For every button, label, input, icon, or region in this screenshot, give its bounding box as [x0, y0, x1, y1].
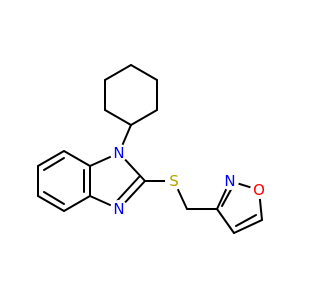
bond: [216, 208, 235, 234]
atom-n3: N: [110, 200, 128, 218]
bond: [104, 64, 132, 81]
bond: [130, 64, 158, 81]
label-background: [110, 200, 128, 218]
atom-n1: N: [110, 144, 128, 162]
bond: [115, 176, 140, 203]
atom-n1-label: N: [113, 144, 124, 162]
label-background: [165, 172, 183, 190]
bond: [104, 109, 132, 126]
atom-n-isoxazole: N: [221, 172, 239, 190]
bond: [233, 219, 263, 234]
bond: [43, 191, 65, 205]
bond: [130, 109, 158, 126]
atom-labels: N N S N O: [110, 144, 268, 218]
label-background: [250, 181, 268, 199]
atom-s: S: [165, 172, 183, 190]
atom-o-isoxazole: O: [250, 181, 268, 199]
bond: [37, 150, 65, 167]
bond: [63, 195, 91, 212]
bonds: [37, 64, 263, 234]
bond: [63, 150, 91, 167]
molecule-structure: N N S N O: [37, 64, 268, 234]
bond: [43, 157, 65, 171]
atom-s-label: S: [169, 172, 179, 190]
atom-n3-label: N: [113, 200, 124, 218]
label-background: [110, 144, 128, 162]
atom-o-isoxazole-label: O: [253, 181, 265, 199]
bond: [37, 195, 65, 212]
label-background: [221, 172, 239, 190]
bond: [235, 214, 257, 227]
atom-n-isoxazole-label: N: [224, 172, 235, 190]
